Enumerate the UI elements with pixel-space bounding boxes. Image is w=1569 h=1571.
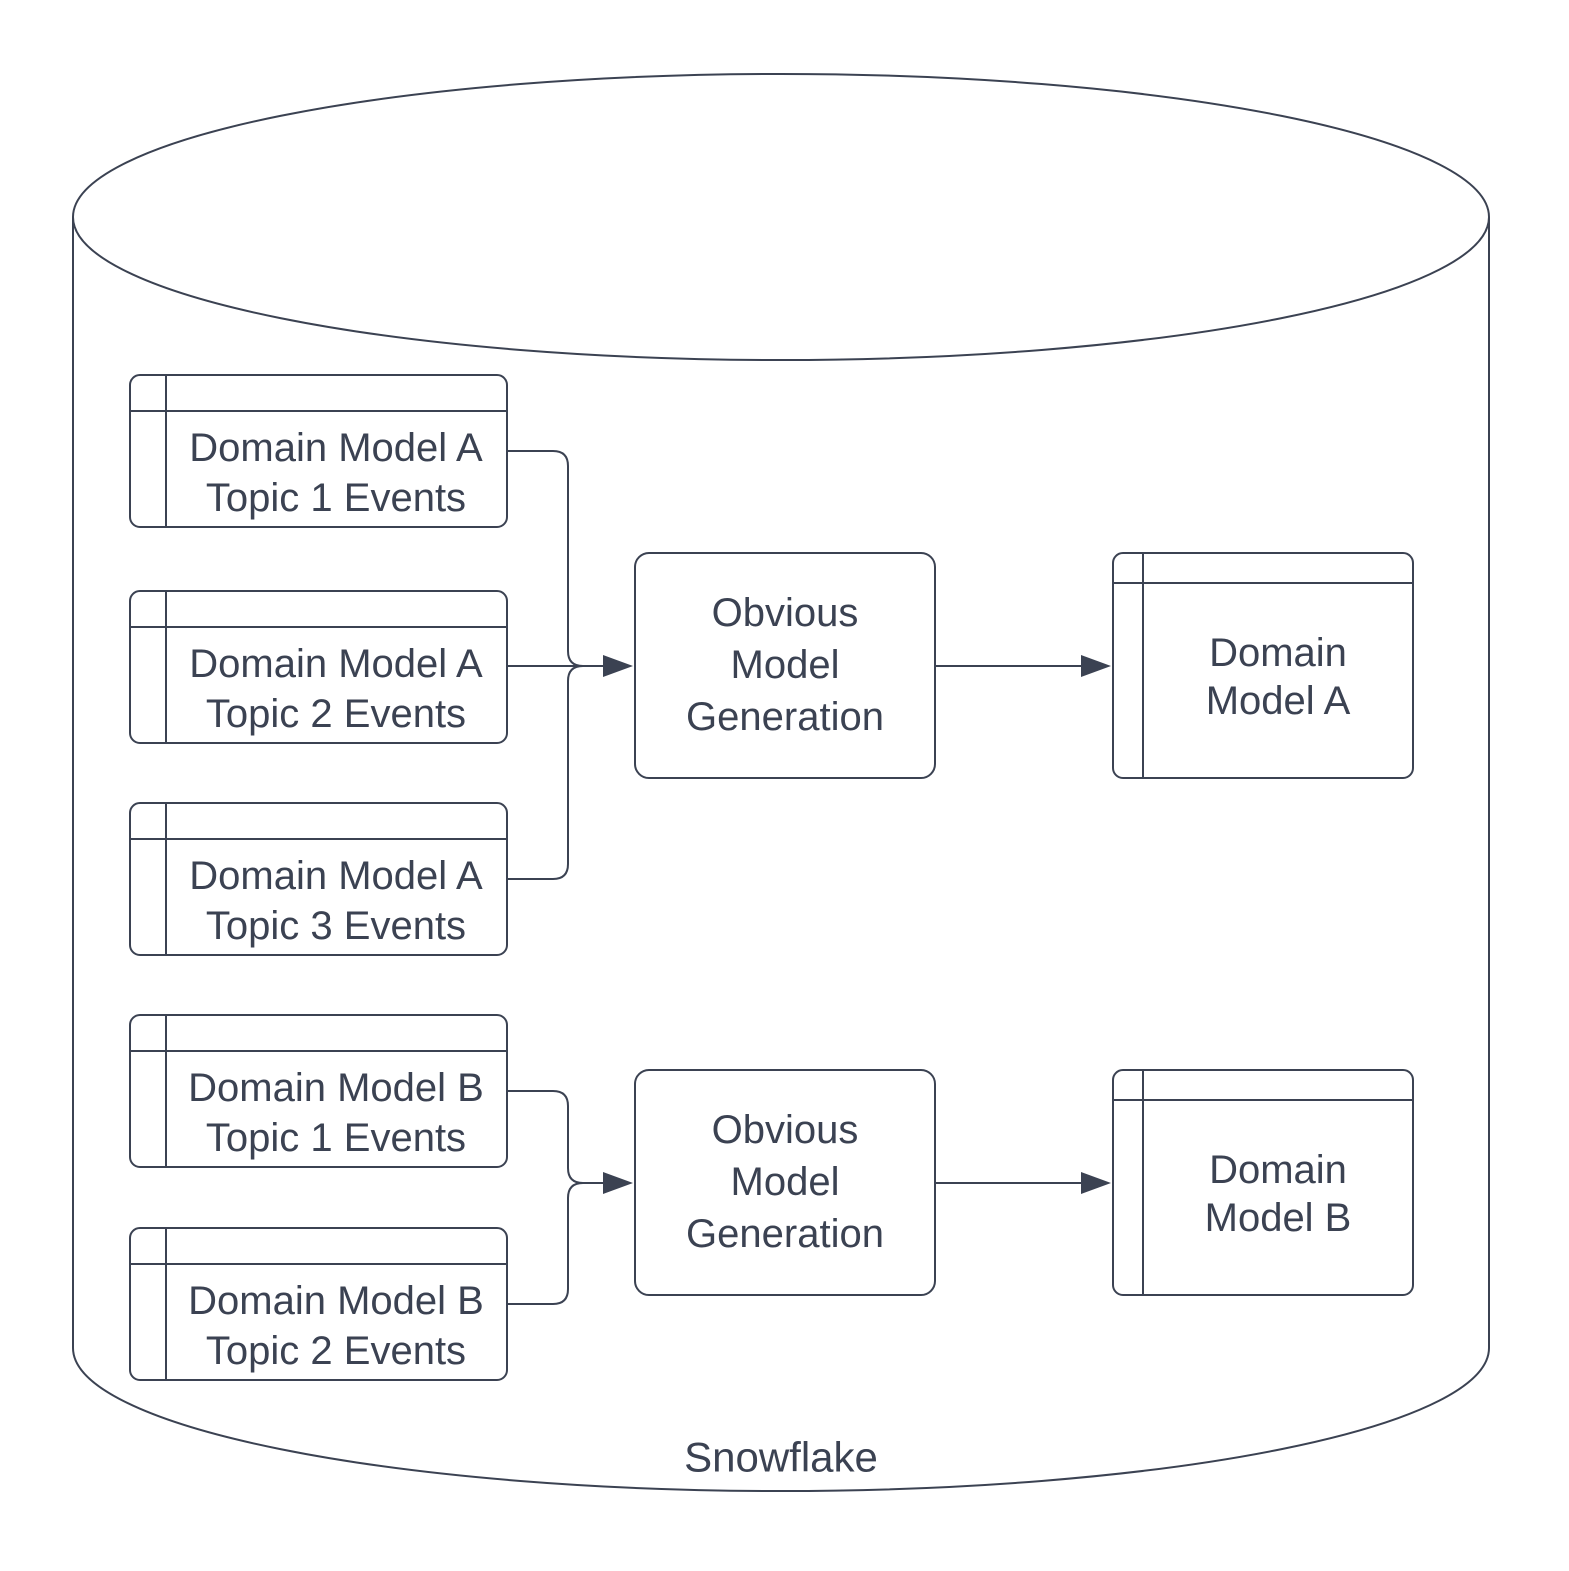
snowflake-label: Snowflake bbox=[684, 1434, 878, 1481]
table-outline bbox=[1112, 1069, 1414, 1296]
table-label-line1: Domain bbox=[1209, 631, 1347, 675]
cylinder-body bbox=[72, 217, 1490, 1492]
table-node-domain-model-a-topic-1-events bbox=[129, 374, 508, 528]
process-label-line2: Model bbox=[731, 643, 840, 687]
table-label-line1: Domain bbox=[1209, 1148, 1347, 1192]
snowflake-database-cylinder bbox=[72, 73, 1490, 1492]
table-outline bbox=[1112, 552, 1414, 779]
process-label-line3: Generation bbox=[686, 695, 884, 739]
table-label-line2: Topic 3 Events bbox=[206, 904, 466, 948]
table-label-line1: Domain Model B bbox=[188, 1066, 484, 1110]
arrowhead-layer bbox=[603, 655, 1111, 1194]
table-label-line2: Model B bbox=[1205, 1196, 1352, 1240]
table-label-line2: Model A bbox=[1206, 679, 1351, 723]
process-label-line2: Model bbox=[731, 1160, 840, 1204]
cylinder-top-ellipse bbox=[72, 73, 1490, 361]
arrowhead-into-output-b-icon bbox=[1081, 1172, 1111, 1194]
table-label-line2: Topic 2 Events bbox=[206, 692, 466, 736]
table-label-line2: Topic 1 Events bbox=[206, 476, 466, 520]
table-node-domain-model-b bbox=[1112, 1069, 1414, 1296]
arrowhead-into-output-a-icon bbox=[1081, 655, 1111, 677]
process-label-line1: Obvious bbox=[712, 591, 859, 635]
arrowhead-into-process-a-icon bbox=[603, 655, 633, 677]
process-label-line3: Generation bbox=[686, 1212, 884, 1256]
label-layer: Domain Model A Topic 1 Events Domain Mod… bbox=[188, 426, 1351, 1481]
connector-b-topic2-to-merge bbox=[507, 1182, 603, 1305]
table-label-line1: Domain Model A bbox=[189, 642, 483, 686]
table-node-domain-model-a bbox=[1112, 552, 1414, 779]
connector-a-topic1-to-merge bbox=[507, 450, 584, 667]
arrowhead-into-process-b-icon bbox=[603, 1172, 633, 1194]
process-label-line1: Obvious bbox=[712, 1108, 859, 1152]
table-label-line1: Domain Model A bbox=[189, 854, 483, 898]
table-label-line1: Domain Model B bbox=[188, 1279, 484, 1323]
table-label-line2: Topic 2 Events bbox=[206, 1329, 466, 1373]
shape-layer bbox=[72, 73, 1490, 1492]
connector-b-topic1-to-merge bbox=[507, 1090, 603, 1184]
table-label-line1: Domain Model A bbox=[189, 426, 483, 470]
table-label-line2: Topic 1 Events bbox=[206, 1116, 466, 1160]
connector-a-topic3-to-merge bbox=[507, 665, 584, 880]
